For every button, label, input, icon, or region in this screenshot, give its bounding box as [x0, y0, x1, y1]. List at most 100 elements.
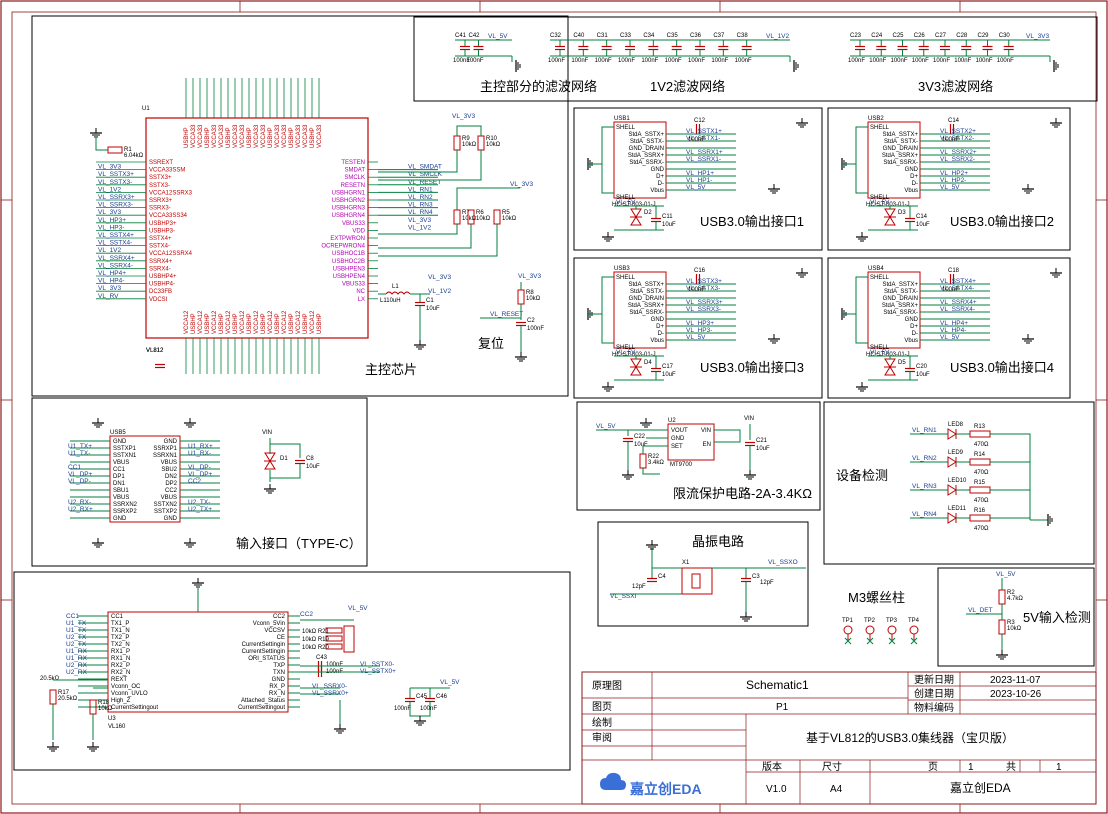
typec-right-pin: DN2 [165, 474, 178, 480]
led-res-ref: R16 [974, 508, 986, 514]
left-pin-label: SSRX4+ [149, 259, 173, 265]
usb-net-label: VL_SSRX3- [686, 306, 721, 313]
usb-ref: USB1 [614, 116, 630, 122]
usb-net-label: VL_SSTX2+ [940, 128, 976, 135]
left-pin-label: SSRX3+ [149, 198, 173, 204]
top-pin-label: VCCA33 [303, 124, 309, 148]
bottom-pin-label: VCCA12 [254, 310, 260, 334]
resistor: R16.04kΩ [107, 146, 144, 159]
right-pin-label: NC [356, 289, 365, 295]
usb-pin-label: SHELL [870, 195, 890, 201]
usb-pin-label: StdA_SSRX+ [628, 153, 665, 159]
usb-pin-label: Vbus [650, 338, 664, 344]
typec-right-net: CC2 [188, 478, 201, 485]
usb-part: HC-ST-003-01-J [612, 202, 656, 208]
tb-review-label: 审阅 [592, 731, 612, 744]
usb-net-label: VL_SSTX3+ [686, 278, 722, 285]
resistor-value: 4.7kΩ [1007, 596, 1023, 602]
frame-oscillator [597, 521, 809, 627]
capacitor-ref: C18 [948, 268, 960, 274]
ground-symbol [192, 578, 204, 588]
usb-pin-label: StdA_SSTX- [630, 139, 664, 145]
usb-net-label: VL_5V [686, 184, 706, 191]
reset-net: VL_RESET [490, 311, 523, 318]
capacitor [961, 45, 972, 51]
usb-net-label: VL_SSRX2+ [940, 149, 977, 156]
capacitor [460, 45, 470, 51]
wire [990, 433, 1031, 520]
vl160-left-net: U2_TX [66, 634, 87, 641]
capacitor-value: 100nF [942, 287, 959, 293]
top-pin-label: VCCA33 [282, 124, 288, 148]
resistor-ref: R6 [476, 210, 484, 216]
bottom-pin-label: USBHP [303, 313, 309, 334]
usb-net-label: VL_SSRX1- [686, 156, 721, 163]
net-label: VL_5V [616, 349, 636, 356]
right-net-label: VL_RN1 [408, 186, 433, 193]
vl160-right-pin: TXN [273, 670, 285, 676]
net-label: CC2 [300, 611, 313, 618]
u2-ref: U2 [668, 418, 676, 424]
net-label: VL_1V2 [766, 33, 790, 40]
led-res-value: 470Ω [974, 442, 989, 448]
rx-net: VL_SSRX0- [312, 683, 347, 690]
typec-right-pin: SSRXN1 [153, 453, 178, 459]
title-oscillator: 晶振电路 [692, 534, 744, 549]
usb-pin-label: D+ [910, 324, 918, 330]
right-pin-label: EXTPWRON [330, 236, 365, 242]
frame-usb2 [827, 107, 1071, 251]
ground-symbol [414, 716, 426, 726]
led-res-ref: R15 [974, 480, 986, 486]
capacitor-value: 100nF [848, 58, 865, 64]
left-net-label: VL_SSRX3+ [98, 194, 135, 201]
top-pin-label: VCCA33 [212, 124, 218, 148]
ground-symbol [47, 742, 59, 752]
usb-pin-label: D+ [910, 174, 918, 180]
typec-left-net: U1_TX+ [68, 443, 92, 450]
top-pin-label: VCCA33 [254, 124, 260, 148]
vl160-left-pin: CC1 [111, 614, 124, 620]
capacitor-ref: C31 [597, 33, 609, 39]
usb-part: HC-ST-003-01-J [612, 352, 656, 358]
usb-pin-label: D- [658, 331, 664, 337]
net-label: VL_5V [870, 349, 890, 356]
ground-symbol [1050, 118, 1062, 128]
tvs-diode [630, 358, 642, 376]
vl160-right-pin: CurrentSettingin [242, 649, 285, 655]
resistor-ref: R10 [486, 136, 498, 142]
resistor-ref: R7 [462, 210, 470, 216]
capacitor-value: 100nF [997, 58, 1014, 64]
v33-filter-network: C23100nFC24100nFC25100nFC26100nFC27100nF… [848, 33, 1059, 72]
usb-net-label: VL_HP2+ [940, 170, 968, 177]
left-net-label: VL_SSTX4- [98, 240, 132, 247]
vl160-right-pin: CurrentSettingout [238, 705, 285, 711]
bottom-pin-label: USBHP [275, 313, 281, 334]
typec-left-pin: VBUS [113, 460, 129, 466]
tb-total-label: 共 [1006, 761, 1016, 773]
right-pin-label: SMCLK [344, 175, 365, 181]
testpoint-label: TP2 [864, 618, 876, 624]
tb-page-num-value: 1 [968, 762, 974, 773]
left-net-label: VL_SSTX3- [98, 179, 132, 186]
usb-pin-label: SHELL [616, 125, 636, 131]
usb-net-label: VL_HP4+ [940, 320, 968, 327]
net-label: VL_SSXI [610, 593, 637, 600]
cap-value: 12pF [760, 580, 774, 586]
right-net-label: VL_RN4 [408, 209, 433, 216]
resistor [325, 635, 343, 642]
left-pin-label: VCCA12SSRX3 [149, 190, 193, 196]
resistor-ref: R8 [526, 290, 534, 296]
vl160-right-pin: ORI_STATUS [248, 656, 285, 662]
capacitor: C18 100nF [942, 268, 960, 293]
tb-drawing-value: Schematic1 [746, 678, 809, 692]
capacitor-value: 10uF [306, 464, 320, 470]
capacitor-value: 100nF [711, 58, 728, 64]
bottom-pin-label: USBHP [317, 313, 323, 334]
title-reset: 复位 [478, 336, 504, 351]
capacitor-ref: C40 [573, 33, 585, 39]
right-pin-label: LX [358, 297, 365, 303]
